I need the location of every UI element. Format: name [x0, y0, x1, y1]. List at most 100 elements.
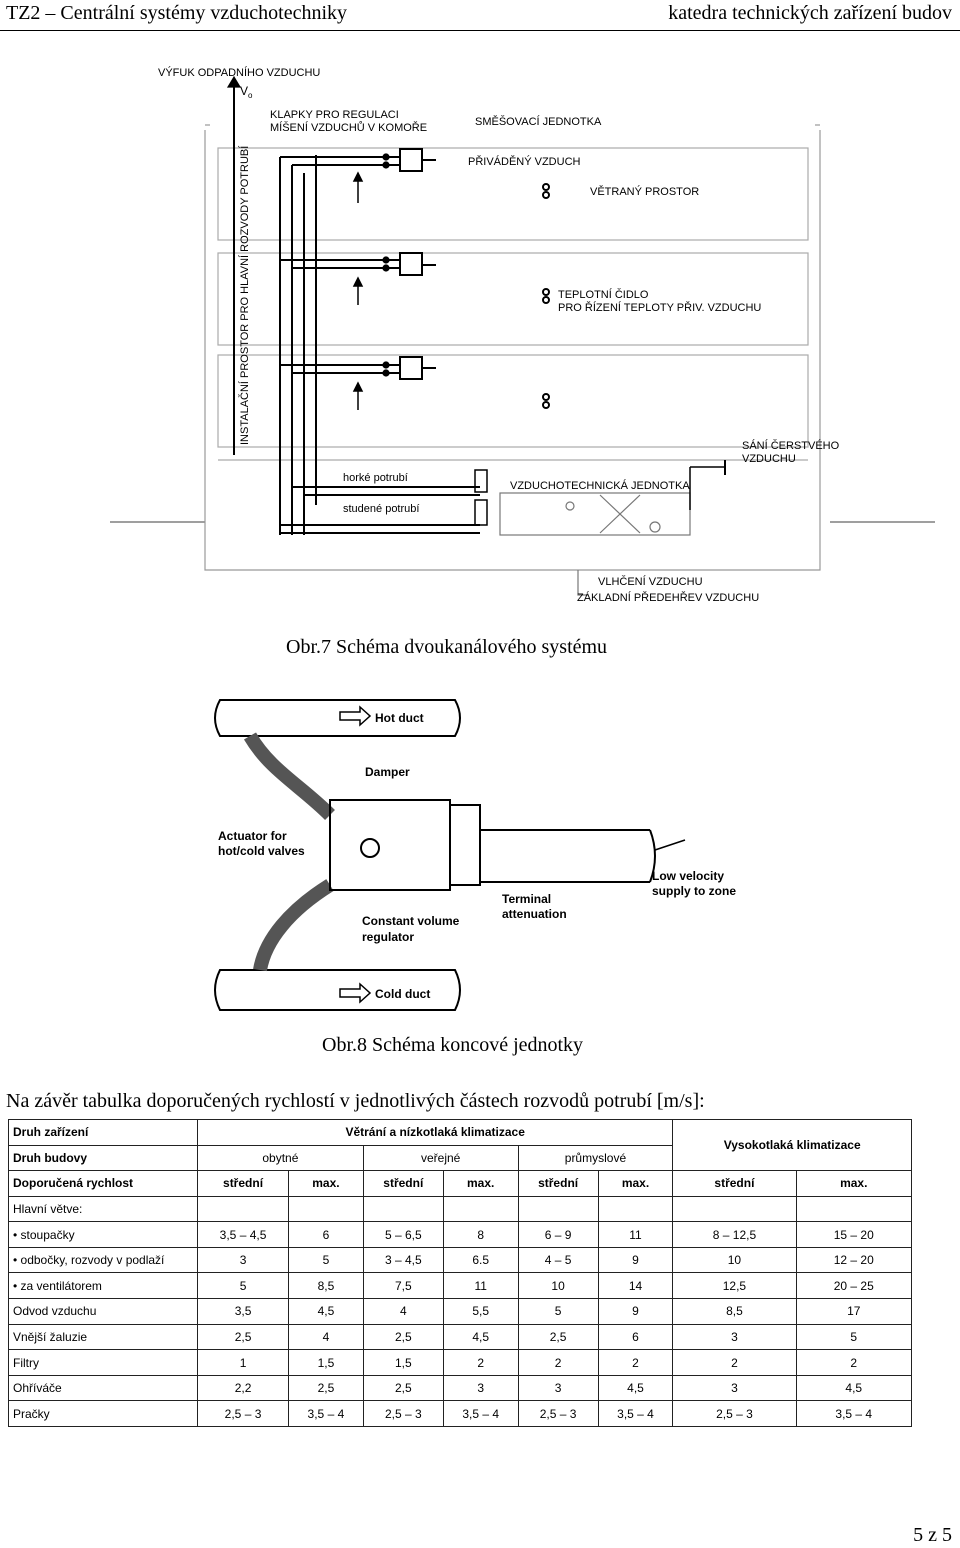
header-department: katedra technických zařízení budov: [668, 2, 952, 24]
dual-duct-schematic: VÝFUK ODPADNÍHO VZDUCHU Vo KLAPKY PRO RE…: [110, 66, 935, 604]
table-cell: 2,5: [196, 1323, 290, 1351]
table-group-row: Hlavní větve:: [8, 1196, 913, 1222]
table-cell: 3,5 – 4: [795, 1400, 913, 1427]
table-cell: 3: [672, 1374, 797, 1402]
label-preheat: ZÁKLADNÍ PŘEDEHŘEV VZDUCHU: [577, 591, 759, 604]
label-terminal-1: Terminal: [502, 892, 551, 906]
table-row-label: • stoupačky: [8, 1221, 198, 1248]
table-cell: 2,5: [362, 1323, 444, 1351]
table-cell: 8 – 12,5: [672, 1221, 797, 1248]
label-dampers-2: MÍŠENÍ VZDUCHŮ V KOMOŘE: [270, 121, 427, 134]
table-cell: 2,5 – 3: [196, 1400, 290, 1427]
table-cell: 10: [517, 1272, 599, 1300]
table-cell: 3,5 – 4: [288, 1400, 364, 1427]
table-header-cell: veřejné: [362, 1144, 519, 1172]
label-hot-pipe: horké potrubí: [343, 472, 408, 484]
table-cell: 8: [442, 1221, 519, 1248]
label-actuator-2: hot/cold valves: [218, 844, 305, 858]
label-damper: Damper: [365, 765, 410, 779]
table-cell: 2,5 – 3: [362, 1400, 444, 1427]
label-low-velocity-1: Low velocity: [652, 869, 724, 883]
table-header-cell: Druh budovy: [8, 1144, 198, 1172]
table-cell: 5 – 6,5: [362, 1221, 444, 1248]
table-header-row: Druh zařízení Větrání a nízkotlaká klima…: [8, 1118, 912, 1172]
table-header-cell: max.: [597, 1170, 674, 1197]
table-cell: 1,5: [362, 1349, 444, 1376]
table-cell: 2: [795, 1349, 913, 1376]
table-cell: 3,5 – 4,5: [196, 1221, 290, 1248]
table-cell: 4,5: [288, 1298, 364, 1325]
table-cell: 9: [597, 1298, 674, 1325]
table-cell: 6 – 9: [517, 1221, 599, 1248]
table-header-cell: Vysokotlaká klimatizace: [672, 1118, 912, 1172]
table-cell: 1,5: [288, 1349, 364, 1376]
table-cell: 5: [196, 1272, 290, 1300]
table-cell: 7,5: [362, 1272, 444, 1300]
label-humidification: VLHČENÍ VZDUCHU: [598, 575, 703, 588]
table-cell: 3: [672, 1323, 797, 1351]
label-dampers-1: KLAPKY PRO REGULACI: [270, 109, 399, 121]
table-header-cell: obytné: [197, 1144, 364, 1172]
velocity-table: Druh zařízení Větrání a nízkotlaká klima…: [8, 1118, 913, 1427]
table-cell: 2: [442, 1349, 519, 1376]
figure-8-caption: Obr.8 Schéma koncové jednotky: [322, 1034, 584, 1056]
table-header-cell: max.: [795, 1170, 913, 1197]
table-cell: 4: [362, 1298, 444, 1325]
page-number: 5 z 5: [913, 1524, 952, 1546]
table-cell: 2,5 – 3: [517, 1400, 599, 1427]
table-cell: 6: [597, 1323, 674, 1351]
label-fresh-air-1: SÁNÍ ČERSTVÉHO: [742, 439, 840, 452]
header-course-title: TZ2 – Centrální systémy vzduchotechniky: [6, 2, 348, 24]
table-cell: 2,5: [362, 1374, 444, 1402]
table-cell: 20 – 25: [795, 1272, 913, 1300]
table-header-row: Doporučená rychlost střední max. střední…: [8, 1170, 913, 1197]
table-cell: 2: [597, 1349, 674, 1376]
table-cell: 2,5: [288, 1374, 364, 1402]
label-fresh-air-2: VZDUCHU: [742, 453, 796, 465]
table-cell: 4 – 5: [517, 1246, 599, 1274]
svg-text:Vo: Vo: [240, 84, 253, 100]
table-cell: 14: [597, 1272, 674, 1300]
table-cell: 4,5: [442, 1323, 519, 1351]
table-header-cell: střední: [196, 1170, 290, 1197]
table-header-cell: střední: [517, 1170, 599, 1197]
table-row-label: • za ventilátorem: [8, 1272, 198, 1300]
label-terminal-2: attenuation: [502, 907, 567, 921]
figure-7-caption: Obr.7 Schéma dvoukanálového systému: [286, 636, 608, 658]
label-room: VĚTRANÝ PROSTOR: [590, 185, 699, 198]
table-row-label: Odvod vzduchu: [8, 1298, 198, 1325]
table-header-row: Druh budovy obytné veřejné průmyslové: [8, 1144, 912, 1172]
table-header-cell: střední: [672, 1170, 797, 1197]
table-cell: 12 – 20: [795, 1246, 913, 1274]
table-cell: 11: [597, 1221, 674, 1248]
table-cell: 5: [795, 1323, 913, 1351]
table-cell: 8,5: [672, 1298, 797, 1325]
table-cell: 11: [442, 1272, 519, 1300]
table-cell: 2,2: [196, 1374, 290, 1402]
label-sensor-1: TEPLOTNÍ ČIDLO: [558, 288, 649, 301]
table-row-label: Pračky: [8, 1400, 198, 1427]
table-cell: 3,5 – 4: [442, 1400, 519, 1427]
label-cvr-1: Constant volume: [362, 914, 460, 928]
label-hot-duct: Hot duct: [375, 711, 424, 725]
table-cell: 15 – 20: [795, 1221, 913, 1248]
table-row-label: Ohříváče: [8, 1374, 198, 1402]
table-header-cell: max.: [288, 1170, 364, 1197]
page-header: TZ2 – Centrální systémy vzduchotechniky …: [0, 0, 960, 31]
table-cell: 4,5: [597, 1374, 674, 1402]
table-cell: 2,5: [517, 1323, 599, 1351]
table-cell: 2,5 – 3: [672, 1400, 797, 1427]
terminal-unit-diagram: Hot duct Damper Actuator for hot/cold va…: [214, 699, 736, 1011]
label-cold-duct: Cold duct: [375, 987, 430, 1001]
table-cell: 4,5: [795, 1374, 913, 1402]
table-cell: 1: [196, 1349, 290, 1376]
table-cell: 3,5: [196, 1298, 290, 1325]
table-group-label: Hlavní větve:: [8, 1196, 198, 1222]
table-row-label: • odbočky, rozvody v podlaží: [8, 1246, 198, 1274]
